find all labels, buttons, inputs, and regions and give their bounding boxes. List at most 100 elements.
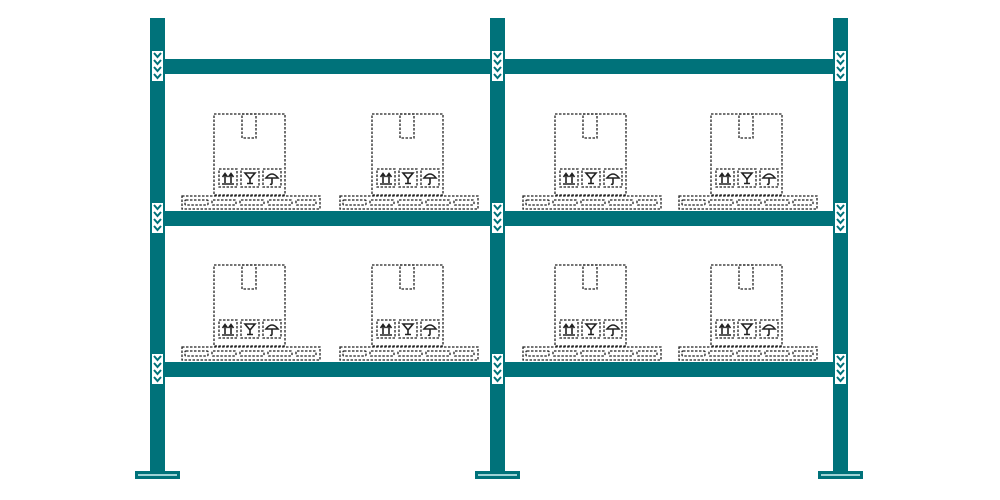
chevron-icon — [153, 362, 162, 369]
beam-connector — [152, 354, 163, 384]
upright-post — [150, 18, 165, 473]
chevron-icon — [493, 376, 502, 383]
chevron-icon — [836, 225, 845, 232]
beam-connector — [492, 51, 503, 81]
icon-frame — [559, 168, 579, 188]
arrows-up — [221, 172, 235, 185]
chevron-icon — [836, 211, 845, 218]
pallet — [522, 195, 662, 210]
chevron-icon — [836, 52, 845, 59]
upright-post — [490, 18, 505, 473]
beam — [165, 211, 490, 226]
pallet-slot — [580, 199, 606, 206]
beam — [505, 211, 833, 226]
icon-frame — [559, 319, 579, 339]
beam-connector — [835, 354, 846, 384]
pallet-slot — [764, 199, 790, 206]
pallet-slot — [369, 199, 395, 206]
icon-frame — [420, 168, 440, 188]
pallet-slot — [708, 199, 734, 206]
box-tape — [582, 113, 598, 139]
pallet-slot — [580, 350, 606, 357]
pallet-slot — [397, 199, 423, 206]
umbrella — [761, 324, 777, 337]
upright — [135, 18, 180, 479]
pallet-slot — [295, 350, 317, 357]
pallet-slot — [184, 350, 209, 357]
pallet-slot — [764, 350, 790, 357]
arrows-up — [379, 172, 393, 185]
keep-dry-umbrella-icon — [603, 168, 623, 188]
chevron-icon — [836, 369, 845, 376]
glass — [401, 172, 415, 185]
this-way-up-icon — [376, 319, 396, 339]
pallet-slot — [453, 350, 475, 357]
arrows-up — [221, 323, 235, 336]
pallet-load — [678, 264, 818, 361]
icon-frame — [398, 319, 418, 339]
chevron-icon — [493, 73, 502, 80]
icon-frame — [603, 319, 623, 339]
arrows-up — [718, 172, 732, 185]
pallet-slot — [708, 350, 734, 357]
icon-frame — [715, 168, 735, 188]
chevron-icon — [153, 59, 162, 66]
pallet-load — [339, 264, 479, 361]
fragile-glass-icon — [581, 168, 601, 188]
chevron-icon — [153, 52, 162, 59]
pallet-slot — [184, 199, 209, 206]
umbrella — [422, 173, 438, 186]
umbrella — [264, 173, 280, 186]
pallet — [181, 346, 321, 361]
pallet-slot — [342, 199, 367, 206]
glass — [243, 172, 257, 185]
pallet-slot — [239, 350, 265, 357]
pallet — [181, 195, 321, 210]
keep-dry-umbrella-icon — [603, 319, 623, 339]
arrows-up — [379, 323, 393, 336]
icon-frame — [737, 319, 757, 339]
this-way-up-icon — [559, 319, 579, 339]
icon-frame — [420, 319, 440, 339]
this-way-up-icon — [218, 168, 238, 188]
pallet — [339, 195, 479, 210]
keep-dry-umbrella-icon — [759, 168, 779, 188]
chevron-icon — [493, 52, 502, 59]
icon-frame — [759, 168, 779, 188]
umbrella — [605, 173, 621, 186]
keep-dry-umbrella-icon — [420, 319, 440, 339]
keep-dry-umbrella-icon — [262, 168, 282, 188]
chevron-icon — [493, 204, 502, 211]
icon-frame — [262, 168, 282, 188]
pallet — [678, 346, 818, 361]
pallet-load — [522, 264, 662, 361]
this-way-up-icon — [376, 168, 396, 188]
umbrella — [422, 324, 438, 337]
chevron-icon — [493, 218, 502, 225]
arrows-up — [562, 172, 576, 185]
glass — [740, 323, 754, 336]
pallet — [522, 346, 662, 361]
box-tape — [582, 264, 598, 290]
upright — [818, 18, 863, 479]
chevron-icon — [153, 218, 162, 225]
pallet-slot — [397, 350, 423, 357]
chevron-icon — [153, 66, 162, 73]
box-tape — [241, 113, 257, 139]
chevron-icon — [153, 204, 162, 211]
pallet-slot — [681, 199, 706, 206]
chevron-icon — [153, 225, 162, 232]
pallet-load — [181, 264, 321, 361]
pallet-slot — [211, 199, 237, 206]
pallet-slot — [295, 199, 317, 206]
box-tape — [241, 264, 257, 290]
chevron-icon — [153, 369, 162, 376]
pallet-slot — [239, 199, 265, 206]
upright-post — [833, 18, 848, 473]
chevron-icon — [153, 355, 162, 362]
fragile-glass-icon — [240, 319, 260, 339]
pallet-slot — [552, 199, 578, 206]
beam-connector — [835, 51, 846, 81]
fragile-glass-icon — [737, 319, 757, 339]
